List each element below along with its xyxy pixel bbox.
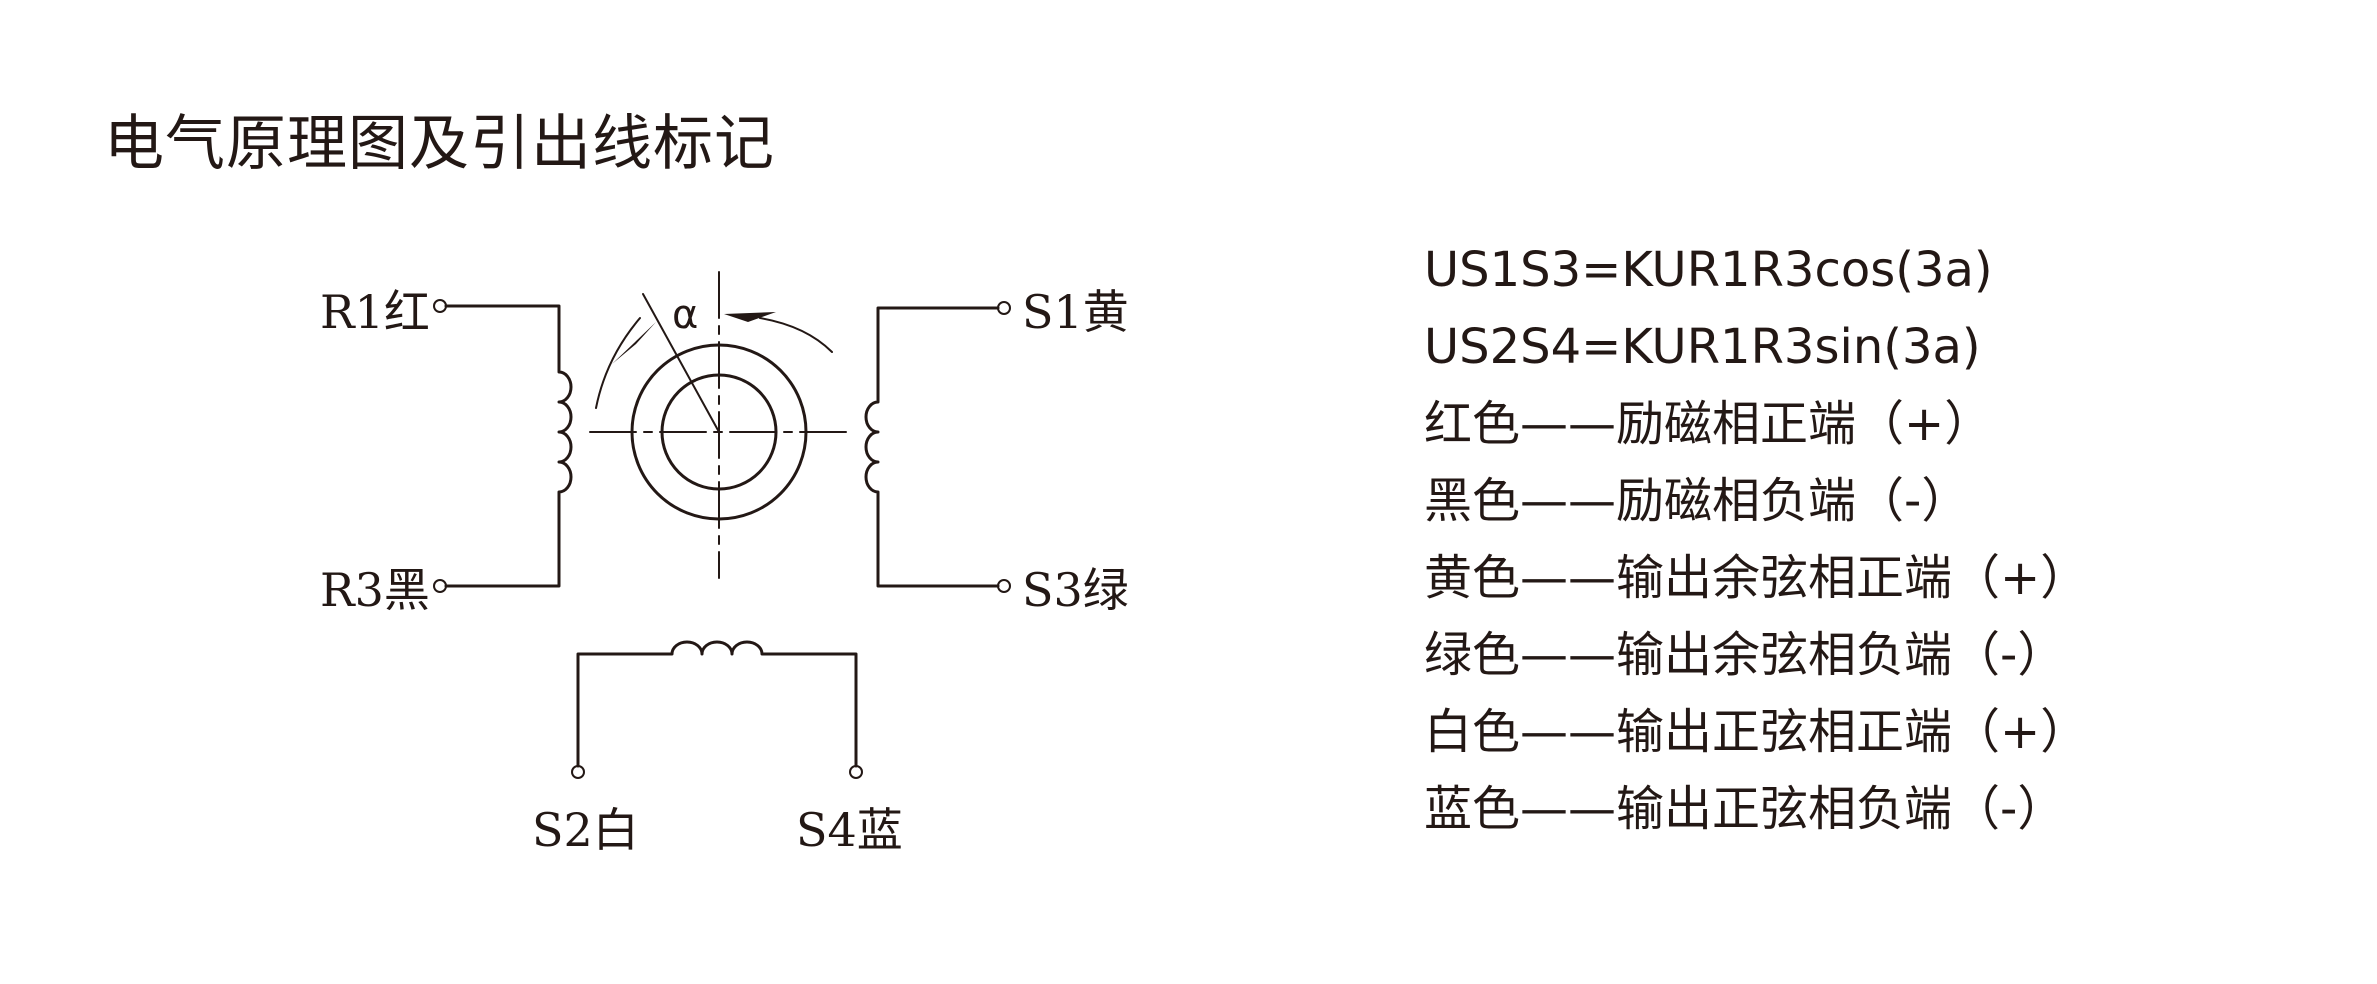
cosine-coil-wire [864, 306, 1000, 588]
excitation-coil-wire [444, 304, 573, 588]
terminal-r1 [433, 299, 447, 313]
terminal-label-s1: S1黄 [1022, 285, 1129, 339]
terminal-s1 [997, 301, 1011, 315]
stator-ring [630, 343, 808, 521]
legend-formula-cos: US1S3=KUR1R3cos(3a) [1424, 242, 1993, 298]
legend-formula-sin: US2S4=KUR1R3sin(3a) [1424, 319, 1981, 375]
angle-label: α [672, 292, 698, 338]
rotor-reference-line [642, 293, 720, 433]
terminal-s2 [571, 765, 585, 779]
terminal-s4 [849, 765, 863, 779]
page-title: 电气原理图及引出线标记 [104, 109, 775, 179]
legend-white: 白色——输出正弦相正端（+） [1424, 704, 2089, 760]
legend-yellow: 黄色——输出余弦相正端（+） [1424, 550, 2089, 606]
legend-black: 黑色——励磁相负端（-） [1424, 473, 1970, 529]
terminal-label-r1: R1红 [320, 285, 430, 339]
terminal-label-s2: S2白 [532, 803, 639, 857]
legend-blue: 蓝色——输出正弦相负端（-） [1424, 781, 2066, 837]
terminal-r3 [433, 579, 447, 593]
terminal-label-s3: S3绿 [1022, 563, 1129, 617]
terminal-label-s4: S4蓝 [796, 803, 903, 857]
terminal-s3 [997, 579, 1011, 593]
angle-arc-right [759, 317, 833, 353]
legend: US1S3=KUR1R3cos(3a) US2S4=KUR1R3sin(3a) … [1424, 232, 2088, 848]
legend-green: 绿色——输出余弦相负端（-） [1424, 627, 2066, 683]
arrowhead-left-icon [612, 322, 656, 364]
sine-coil-wire [576, 640, 858, 768]
legend-red: 红色——励磁相正端（+） [1424, 396, 1993, 452]
angle-arc-left [595, 317, 641, 409]
rotor-circle [660, 373, 778, 491]
terminal-label-r3: R3黑 [320, 563, 430, 617]
arrowhead-right-icon [724, 312, 776, 322]
